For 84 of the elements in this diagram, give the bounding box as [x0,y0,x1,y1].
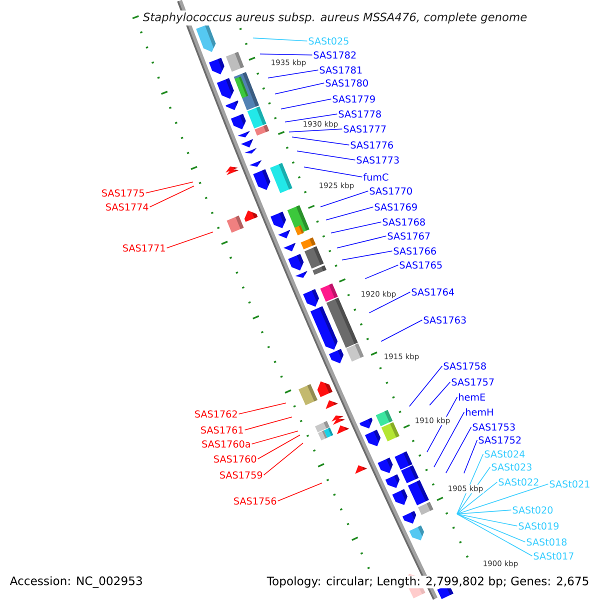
gene-label: SAS1766 [394,247,436,255]
leader-line [456,514,518,526]
leader-line [326,206,374,220]
leader-line [166,232,214,248]
leader-line [260,54,313,56]
gene-label: SASt025 [308,37,348,45]
gene-label: SAS1760 [214,455,256,463]
gene-label: SASt022 [498,478,538,486]
gene-label: SAS1778 [338,110,381,118]
gene-label: SASt020 [512,506,553,514]
leader-line [251,430,298,444]
gene-label: SAS1782 [314,51,356,59]
leader-line [456,484,549,514]
gene-label: SASt017 [534,552,574,560]
leader-line [429,382,451,406]
footer-text: Accession: NC_002953 [9,576,144,588]
gene-label: SAS1780 [326,79,368,87]
leader-line [320,190,369,208]
gene-label: SAS1775 [102,189,144,197]
gene-label: SAS1769 [374,203,417,211]
gene-label: SAS1776 [350,141,393,149]
gene-label: SAS1763 [424,316,466,324]
leader-line [296,150,356,160]
gene-label: SAS1753 [472,423,515,431]
gene-label: SAS1773 [356,156,399,164]
leader-line [446,426,472,474]
leader-line [336,236,387,248]
leader-line [257,434,300,460]
gene-label: SASt023 [492,463,532,471]
leader-line [274,82,325,94]
leader-line [292,136,350,146]
map-title: Staphylococcus aureus subsp. aureus MSSA476, complete genome [140,10,530,26]
gene-label: SAS1759 [220,471,262,479]
gene-label: SASt018 [526,538,567,546]
leader-line [456,454,484,514]
leader-line [280,98,332,110]
leader-line [364,264,399,280]
leader-line [368,292,411,314]
gene-label: SAS1771 [123,244,165,252]
leader-line [284,114,338,122]
gene-label: SASt021 [550,480,590,488]
leader-line [426,396,458,452]
leader-line [464,440,478,474]
gene-label: SAS1774 [106,203,148,211]
gene-label: hemH [466,408,493,416]
gene-label: SAS1752 [478,436,521,444]
leader-line [456,514,533,556]
gene-label: fumC [363,173,388,181]
gene-label: SAS1768 [382,218,425,226]
gene-label: SAS1767 [388,232,430,240]
gene-label: SAS1764 [412,288,454,296]
gene-label: SASt019 [518,522,559,530]
leader-line [238,402,286,414]
leader-line [342,250,393,260]
leader-line [409,366,443,407]
leader-line [330,222,382,234]
gene-label: SAS1757 [452,378,494,386]
leader-line [304,166,363,178]
gene-label: SAS1758 [444,362,486,370]
leader-line [380,320,423,342]
gene-label: SAS1765 [400,261,442,269]
leader-line [456,514,526,542]
leader-line [149,186,194,208]
leader-line [268,70,319,78]
gene-label: SAS1761 [201,426,243,434]
leader-line [263,442,304,476]
gene-label: SAS1781 [320,66,362,74]
leader-line [288,128,343,132]
leader-line [145,182,194,194]
gene-label: SAS1779 [332,95,375,103]
leader-line [252,38,308,42]
footer-text: Topology: circular; Length: 2,799,802 bp; Genes: 2,675 [266,576,590,588]
gene-label: SAS1756 [234,497,276,505]
gene-label: hemE [459,393,485,401]
gene-label: SAS1762 [195,410,237,418]
gene-label: SASt024 [484,450,525,458]
leader-line [277,482,322,502]
leader-line [456,482,498,514]
gene-label: SAS1760a [202,440,250,448]
leader-line [434,412,465,468]
gene-label: SAS1770 [370,187,412,195]
leader-line [456,510,512,514]
gene-label: SAS1777 [344,125,386,133]
leader-line [244,416,292,430]
